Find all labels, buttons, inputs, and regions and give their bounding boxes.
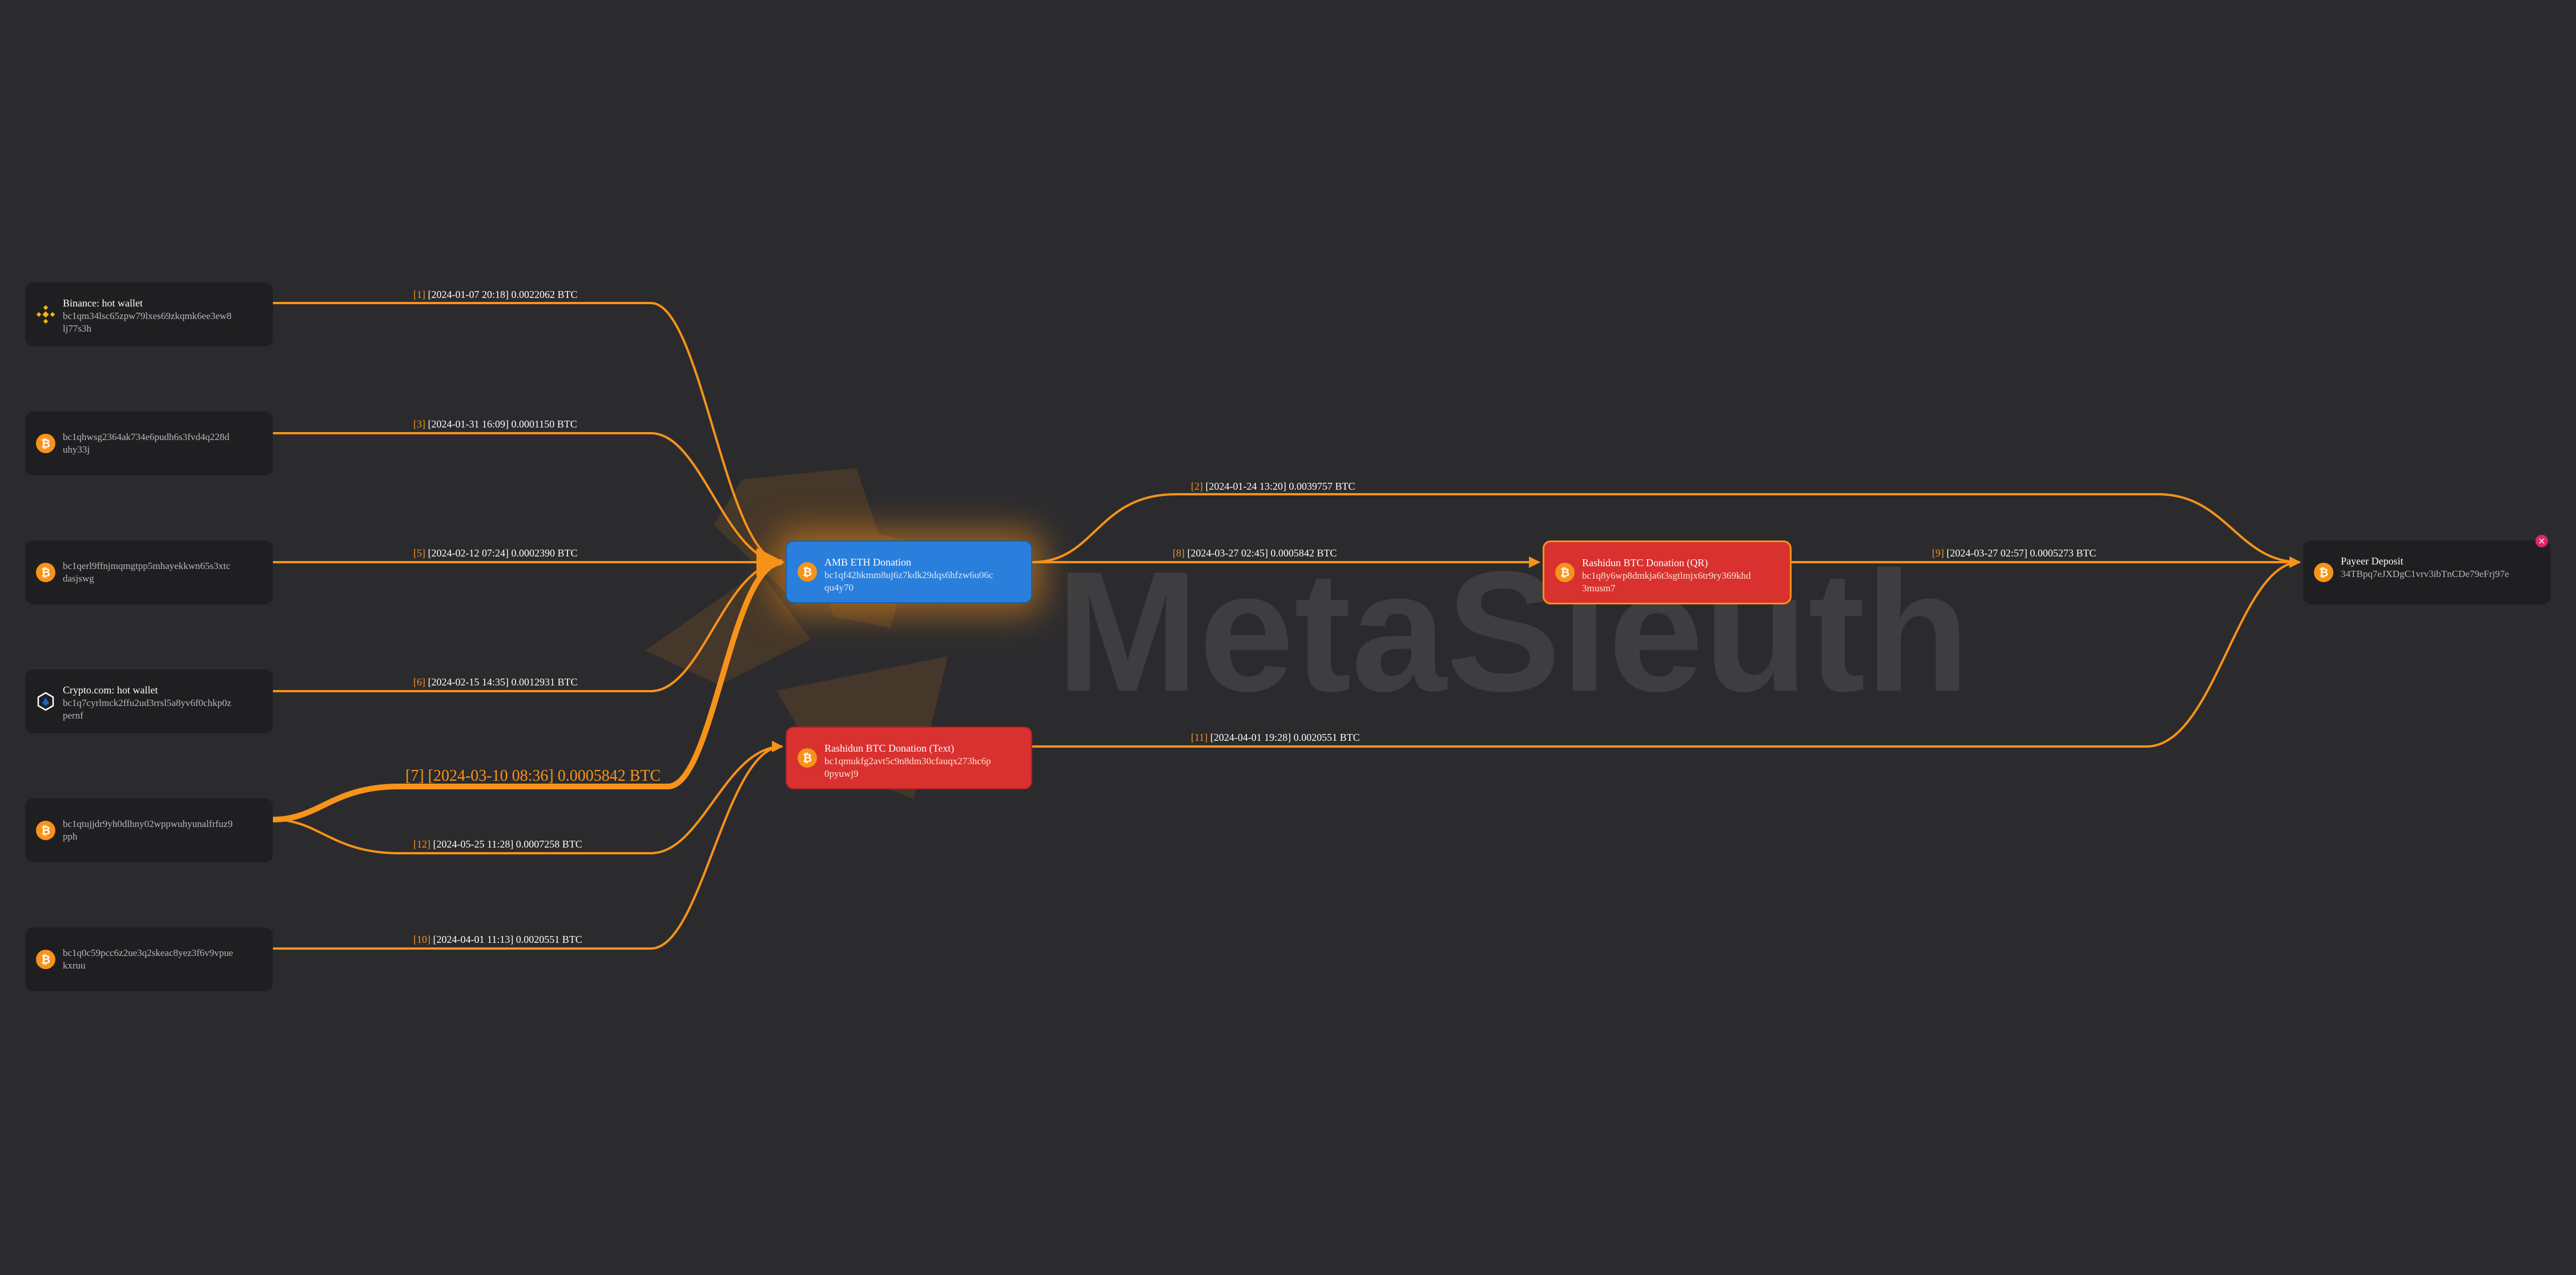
bitcoin-icon: ₿ [798,562,817,582]
edge-amount: [2024-02-12 07:24] 0.0002390 BTC [428,547,578,559]
bitcoin-icon: ₿ [798,748,817,768]
node-address: 34TBpq7eJXDgC1vrv3ibTnCDe79eFrj97e [2341,568,2509,579]
edge-label: [7] [2024-03-10 08:36] 0.0005842 BTC [405,767,661,785]
edge-label: [3] [2024-01-31 16:09] 0.0001150 BTC [413,418,577,430]
bitcoin-icon: ₿ [36,950,55,969]
node-cryptocom-hot-wallet[interactable]: Crypto.com: hot wallet bc1q7cyrlmck2ffu2… [25,669,273,733]
edge-amount: [2024-01-07 20:18] 0.0022062 BTC [428,289,578,300]
node-amb-eth-donation[interactable]: ₿ AMB ETH Donation bc1qf42hkmm8uj6z7kdk2… [786,540,1032,603]
node-rashidun-btc-donation-text[interactable]: ₿ Rashidun BTC Donation (Text) bc1qmukfg… [786,727,1032,789]
node-title: Rashidun BTC Donation (Text) [824,743,955,754]
edge-index: [1] [413,289,428,300]
node-rashidun-btc-donation-qr[interactable]: ₿ Rashidun BTC Donation (QR) bc1q8y6wp8d… [1543,540,1792,604]
edge-w3-to-amb[interactable] [273,432,783,568]
edge-w7-to-amb[interactable] [272,548,785,822]
node-title: Rashidun BTC Donation (QR) [1582,557,1708,568]
edge-label: [12] [2024-05-25 11:28] 0.0007258 BTC [413,838,582,850]
edge-label: [11] [2024-04-01 19:28] 0.0020551 BTC [1191,732,1360,743]
svg-text:₿: ₿ [41,437,50,450]
svg-text:₿: ₿ [41,566,50,579]
edge-amount: [2024-05-25 11:28] 0.0007258 BTC [433,838,582,850]
svg-text:₿: ₿ [803,565,812,579]
node-address: bc1qtujjdr9yh0dlhny02wppwuhyunalfrfuz9pp… [63,818,233,842]
edges-layer [272,302,2301,950]
node-title: Payeer Deposit [2341,555,2404,567]
edge-amount: [2024-01-24 13:20] 0.0039757 BTC [1206,481,1355,492]
edge-amount: [2024-01-31 16:09] 0.0001150 BTC [428,418,577,430]
edge-rtext-to-payeer[interactable] [1032,556,2301,748]
node-title: AMB ETH Donation [824,556,911,568]
edge-index: [3] [413,418,428,430]
svg-text:₿: ₿ [803,751,812,765]
node-address: bc1qerl9ffnjmqmgtpp5mhayekkwn65s3xtcdasj… [63,560,231,584]
binance-icon [36,305,55,324]
edge-index: [5] [413,547,428,559]
edge-index: [9] [1932,547,1947,559]
node-wallet-7[interactable]: ₿ bc1qtujjdr9yh0dlhny02wppwuhyunalfrfuz9… [25,798,273,862]
edge-amount: [2024-03-10 08:36] 0.0005842 BTC [428,767,661,785]
edge-w7-to-rtext[interactable] [272,741,783,854]
node-payeer-deposit[interactable]: ₿ Payeer Deposit 34TBpq7eJXDgC1vrv3ibTnC… [2303,540,2551,604]
node-address: bc1q7cyrlmck2ffu2ud3rrsl5a8yv6f0chkp0zpe… [63,697,232,721]
edge-index: [11] [1191,732,1210,743]
bitcoin-icon: ₿ [36,563,55,582]
edge-index: [10] [413,934,433,945]
edge-label: [10] [2024-04-01 11:13] 0.0020551 BTC [413,934,582,945]
node-wallet-3[interactable]: ₿ bc1qhwsg2364ak734e6pudh6s3fvd4q228duhy… [25,411,273,475]
edge-index: [8] [1173,547,1188,559]
edge-label: [5] [2024-02-12 07:24] 0.0002390 BTC [413,547,577,559]
edge-amb-to-payeer[interactable] [1032,493,2301,568]
edge-index: [2] [1191,481,1206,492]
edge-w10-to-rtext[interactable] [273,741,783,950]
bitcoin-icon: ₿ [36,434,55,453]
edge-label: [6] [2024-02-15 14:35] 0.0012931 BTC [413,676,577,688]
bitcoin-icon: ₿ [2314,563,2333,582]
bitcoin-icon: ₿ [1555,563,1575,582]
edge-amount: [2024-03-27 02:45] 0.0005842 BTC [1188,547,1337,559]
node-binance-hot-wallet[interactable]: Binance: hot wallet bc1qm34lsc65zpw79lxe… [25,283,273,346]
node-wallet-5[interactable]: ₿ bc1qerl9ffnjmqmgtpp5mhayekkwn65s3xtcda… [25,540,273,604]
edge-index: [7] [405,767,428,785]
edge-label: [2] [2024-01-24 13:20] 0.0039757 BTC [1191,481,1355,492]
node-title: Binance: hot wallet [63,297,143,309]
svg-text:₿: ₿ [41,824,50,837]
node-address: bc1qf42hkmm8uj6z7kdk29dqs6hfzw6u06cqu4y7… [824,570,993,593]
edge-index: [6] [413,676,428,688]
node-title: Crypto.com: hot wallet [63,684,158,696]
bitcoin-icon: ₿ [36,821,55,840]
node-address: bc1qm34lsc65zpw79lxes69zkqmk6ee3ew8lj77s… [63,310,232,334]
edge-label: [8] [2024-03-27 02:45] 0.0005842 BTC [1173,547,1337,559]
edge-label: [1] [2024-01-07 20:18] 0.0022062 BTC [413,289,577,300]
remove-node-button[interactable]: × [2535,535,2548,547]
edge-amount: [2024-02-15 14:35] 0.0012931 BTC [428,676,578,688]
edge-amount: [2024-04-01 11:13] 0.0020551 BTC [433,934,582,945]
node-address: bc1qhwsg2364ak734e6pudh6s3fvd4q228duhy33… [63,431,230,455]
edge-label: [9] [2024-03-27 02:57] 0.0005273 BTC [1932,547,2096,559]
svg-text:₿: ₿ [2319,566,2328,579]
node-address: bc1q8y6wp8dmkja6t3sgtlmjx6tr9ry369khd3mu… [1582,570,1751,594]
node-wallet-10[interactable]: ₿ bc1q0c59pcc6z2ue3q2skeac8yez3f6v9vpuek… [25,927,273,991]
node-address: bc1qmukfg2avt5c9n8dm30cfauqx273hc6p0pyuw… [824,756,991,779]
svg-text:₿: ₿ [41,953,50,966]
svg-text:₿: ₿ [1560,566,1569,579]
edge-amount: [2024-04-01 19:28] 0.0020551 BTC [1210,732,1360,743]
edge-binance-to-amb[interactable] [273,302,783,568]
node-address: bc1q0c59pcc6z2ue3q2skeac8yez3f6v9vpuekxr… [63,947,234,971]
edge-labels-layer: [1] [2024-01-07 20:18] 0.0022062 BTC [3] … [405,289,2096,945]
edge-amount: [2024-03-27 02:57] 0.0005273 BTC [1947,547,2096,559]
edge-index: [12] [413,838,433,850]
watermark-text: MetaSleuth [1056,535,1970,727]
cryptocom-icon [37,692,54,711]
